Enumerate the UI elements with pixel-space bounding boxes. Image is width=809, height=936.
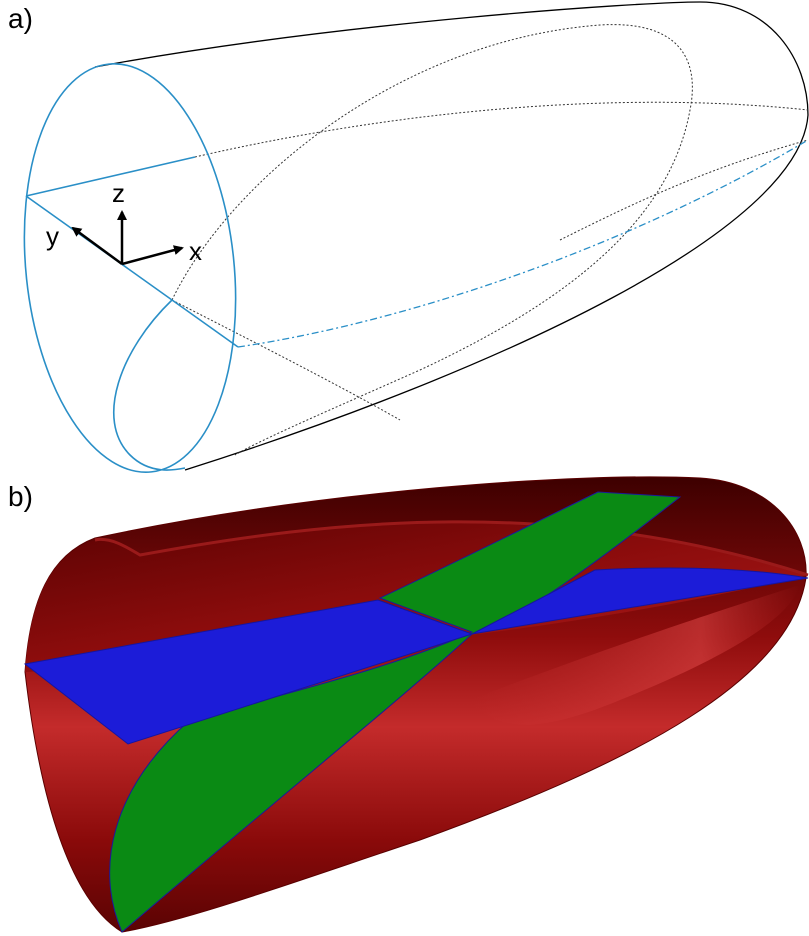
- axis-triad: z x y: [46, 178, 202, 266]
- y-axis-label: y: [46, 221, 59, 251]
- silhouette-top-edge: [94, 1, 809, 116]
- y-axis-arrow: [71, 226, 123, 266]
- x-axis-arrow: [121, 245, 184, 266]
- plane-horizontal-right: [471, 567, 809, 635]
- hidden-curve-upper: [194, 101, 809, 158]
- plane-edge-upper: [25, 156, 196, 197]
- front-ellipse: [23, 63, 237, 473]
- plane-edge-lower: [25, 195, 239, 348]
- z-axis-label: z: [112, 178, 125, 208]
- front-inner-arc: [113, 299, 186, 471]
- panel-a: a) z x y: [8, 1, 809, 473]
- panel-b: b): [8, 476, 809, 933]
- panel-b-label: b): [8, 481, 33, 512]
- hidden-curve-lower: [171, 139, 809, 421]
- panel-a-label: a): [8, 3, 33, 34]
- mid-plane-dashed-line: [237, 139, 809, 348]
- shell-rim: [94, 520, 809, 577]
- hidden-ellipse-arc-1: [171, 24, 693, 456]
- shell-highlight: [470, 585, 800, 725]
- x-axis-label: x: [189, 236, 202, 266]
- silhouette-bottom-edge: [184, 114, 809, 471]
